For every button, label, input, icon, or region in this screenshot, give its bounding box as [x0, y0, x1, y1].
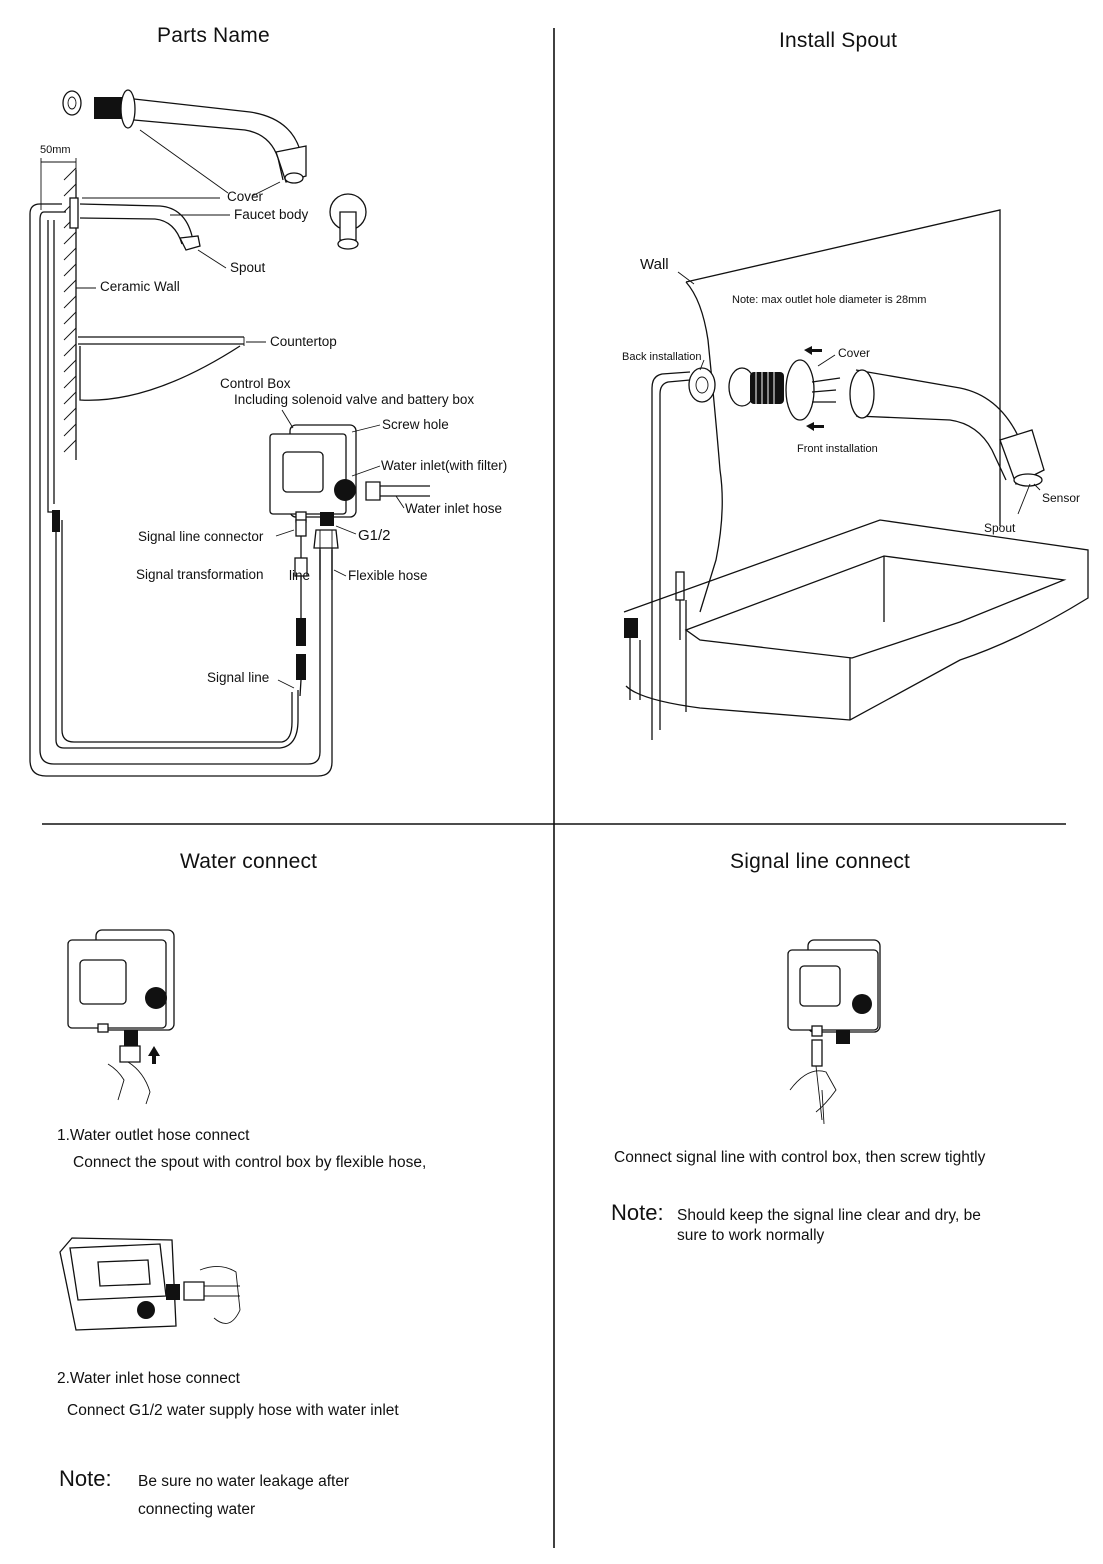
water-step2-title: 2.Water inlet hose connect [57, 1370, 240, 1387]
back-installation-label: Back installation [622, 351, 702, 363]
install-diagram [623, 209, 1089, 740]
wall-label: Wall [640, 256, 669, 273]
signal-illustration [787, 939, 881, 1125]
water-note-line1: Be sure no water leakage after [138, 1473, 350, 1490]
signal-note-line1: Should keep the signal line clear and dr… [677, 1207, 981, 1224]
water-step1-text: Connect the spout with control box by fl… [73, 1154, 427, 1171]
arrow-up-icon [148, 1046, 160, 1064]
water-step1-illustration [67, 929, 175, 1105]
screw-hole-label: Screw hole [382, 417, 449, 432]
water-step2-text: Connect G1/2 water supply hose with wate… [67, 1402, 399, 1419]
install-cover-label: Cover [838, 346, 871, 360]
water-step2-illustration [59, 1237, 241, 1331]
cover-label: Cover [227, 189, 264, 204]
control-box-desc: Including solenoid valve and battery box [234, 392, 475, 407]
signal-instruction: Connect signal line with control box, th… [614, 1149, 986, 1166]
parts-diagram [29, 89, 430, 777]
spout-label: Spout [230, 260, 266, 275]
signal-transformation-label: Signal transformation [136, 567, 264, 582]
g12-label: G1/2 [358, 527, 391, 544]
water-inlet-label: Water inlet(with filter) [381, 458, 508, 473]
dimension-label: 50mm [40, 144, 71, 156]
ceramic-wall-label: Ceramic Wall [100, 279, 180, 294]
faucet-body-label: Faucet body [234, 207, 309, 222]
install-note: Note: max outlet hole diameter is 28mm [732, 294, 927, 306]
control-box-label: Control Box [220, 376, 291, 391]
install-spout-label: Spout [984, 521, 1016, 535]
signal-note-line2: sure to work normally [677, 1227, 825, 1244]
signal-line-connector-label: Signal line connector [138, 529, 264, 544]
arrow-left-icon [804, 346, 824, 431]
line-label: line [289, 568, 311, 583]
water-step1-title: 1.Water outlet hose connect [57, 1127, 250, 1144]
parts-title: Parts Name [157, 24, 270, 47]
countertop-label: Countertop [270, 334, 337, 349]
install-title: Install Spout [779, 29, 898, 52]
water-inlet-hose-label: Water inlet hose [405, 501, 503, 516]
water-title: Water connect [180, 850, 318, 873]
front-installation-label: Front installation [797, 443, 878, 455]
flexible-hose-label: Flexible hose [348, 568, 428, 583]
signal-line-label: Signal line [207, 670, 270, 685]
signal-title: Signal line connect [730, 850, 911, 873]
sensor-label: Sensor [1042, 491, 1081, 505]
water-note-label: Note: [59, 1466, 112, 1491]
water-note-line2: connecting water [138, 1501, 256, 1518]
signal-note-label: Note: [611, 1200, 664, 1225]
